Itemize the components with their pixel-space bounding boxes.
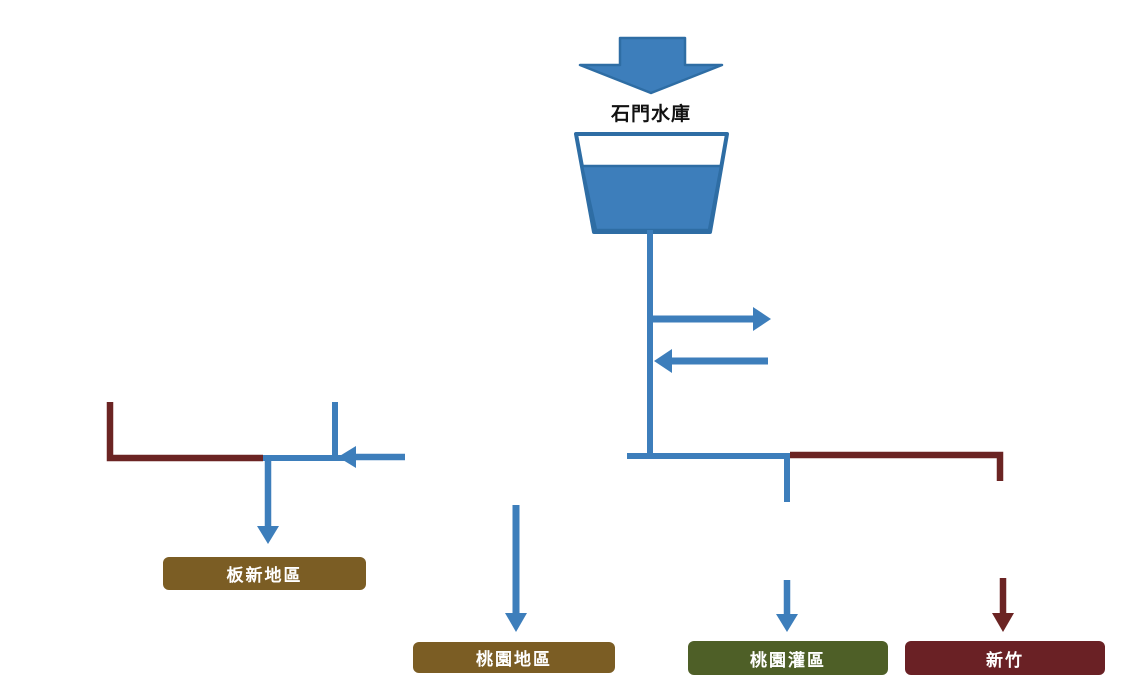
reservoir-water [580,164,723,232]
reservoir-title: 石門水庫 [610,104,691,125]
node-hsinchu-label: 新竹 [986,650,1024,670]
node-hsinchu: 新竹 [905,641,1105,675]
banxin-red-pipe [106,402,263,462]
node-taoyuan-label: 桃園地區 [476,650,552,669]
inflow-down-arrow-icon [578,36,724,95]
banxin-down-arrow [257,455,279,544]
inflow-left-arrow [654,349,768,373]
node-irrigation-label: 桃園灌區 [750,650,826,670]
node-banxin: 板新地區 [163,557,366,590]
node-taoyuan: 桃園地區 [413,642,615,673]
node-banxin-label: 板新地區 [226,566,303,585]
outflow-right-arrow [653,307,771,331]
banxin-inflow-arrow [338,446,405,468]
taoyuan-down-arrow [505,505,527,632]
node-irrigation: 桃園灌區 [688,641,888,675]
irrigation-down-arrow [776,580,798,632]
hsinchu-down-arrow [992,578,1014,632]
hsinchu-pipe [790,451,1004,481]
